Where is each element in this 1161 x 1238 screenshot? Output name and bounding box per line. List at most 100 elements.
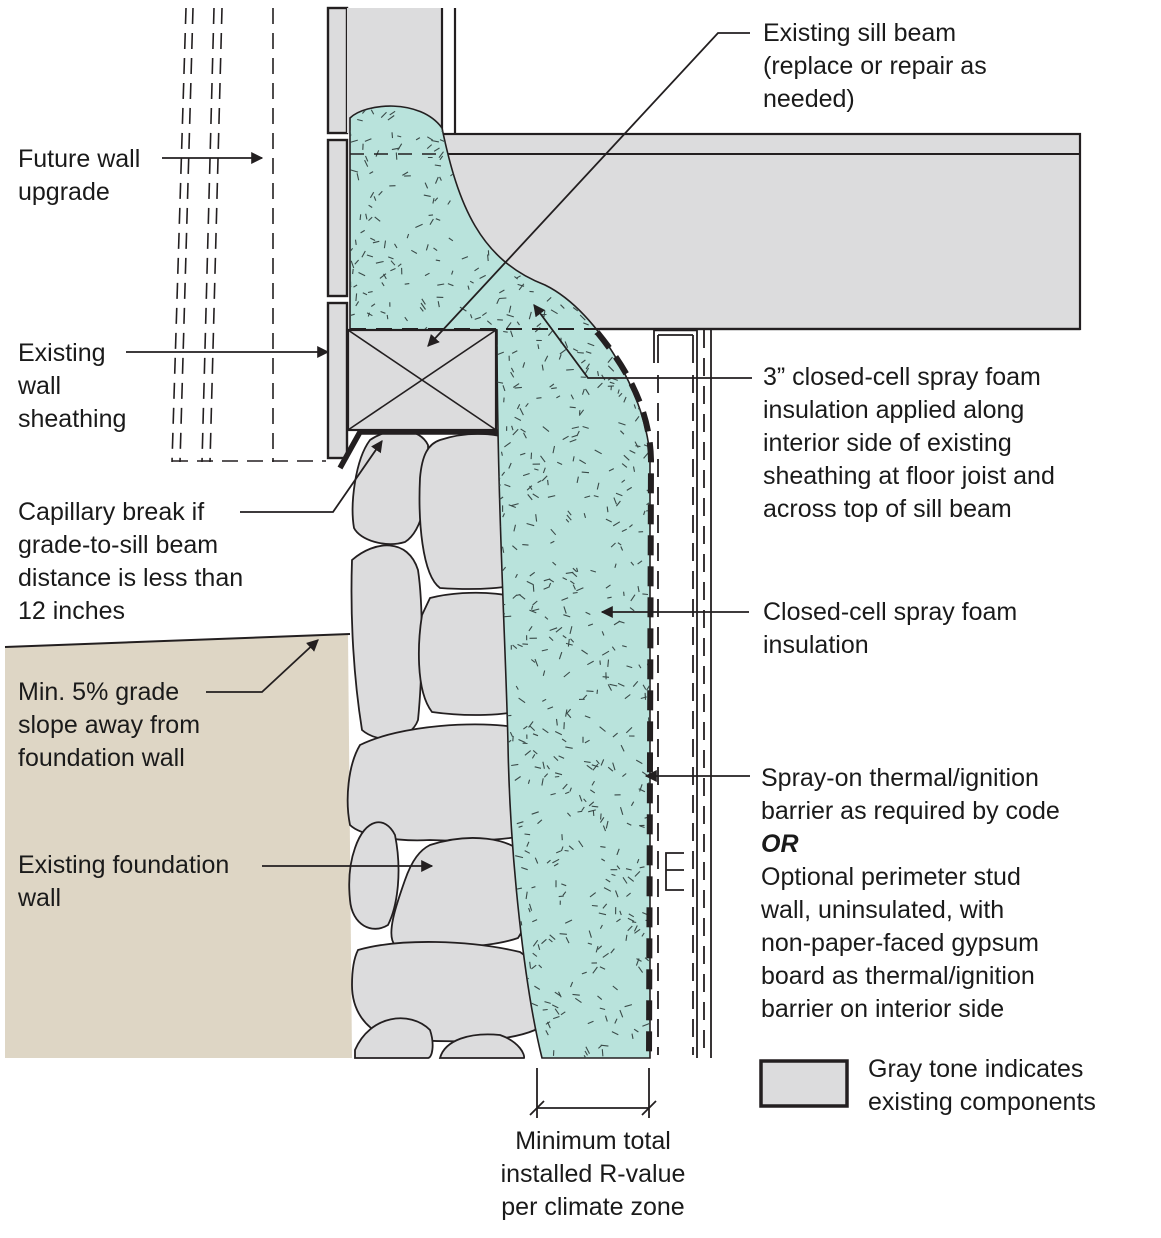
foam-speckle — [544, 616, 549, 620]
foam-speckle — [514, 776, 521, 781]
foam-speckle — [395, 152, 398, 160]
foam-speckle — [519, 452, 526, 456]
foam-speckle — [621, 479, 626, 483]
foam-speckle — [467, 285, 470, 290]
foam-speckle — [633, 1028, 639, 1033]
foam-speckle — [496, 381, 504, 384]
foam-speckle — [512, 545, 518, 551]
foam-speckle — [547, 706, 554, 710]
foam-speckle — [390, 267, 396, 272]
foam-speckle — [527, 494, 533, 501]
foam-speckle — [598, 912, 607, 916]
foam-speckle — [531, 608, 540, 612]
foam-speckle — [645, 101, 651, 104]
foam-speckle — [529, 609, 537, 614]
foam-speckle — [572, 348, 579, 352]
foam-speckle — [526, 522, 535, 527]
foam-speckle — [514, 102, 519, 103]
foam-speckle — [512, 644, 518, 650]
foam-speckle — [646, 501, 650, 506]
label-grade-slope: Min. 5% grade slope away from foundation… — [18, 678, 201, 772]
foam-speckle — [608, 129, 617, 132]
leader-lines — [126, 32, 752, 872]
foam-speckle — [545, 1060, 551, 1063]
foam-speckle — [559, 933, 567, 935]
foam-speckle — [638, 966, 644, 973]
foam-speckle — [532, 600, 538, 606]
foam-speckle — [516, 821, 524, 825]
foam-speckle — [365, 937, 371, 942]
foam-speckle — [595, 759, 600, 765]
foam-speckle — [600, 846, 606, 848]
foam-speckle — [642, 911, 647, 915]
foam-speckle — [501, 546, 505, 553]
foam-speckle — [565, 709, 568, 717]
foam-speckle — [564, 849, 569, 852]
foam-speckle — [542, 670, 546, 676]
foam-speckle — [632, 680, 639, 687]
foam-speckle — [504, 483, 511, 488]
foam-speckle — [350, 247, 354, 255]
foam-speckle — [550, 309, 558, 315]
foam-speckle — [560, 304, 565, 309]
foam-speckle — [627, 876, 635, 882]
foam-speckle — [636, 858, 640, 864]
foam-speckle — [524, 850, 531, 854]
foam-speckle — [638, 370, 644, 373]
foam-speckle — [599, 1007, 606, 1011]
foam-speckle — [432, 198, 435, 204]
foam-speckle — [556, 395, 561, 399]
foam-speckle — [637, 560, 643, 565]
foam-speckle — [439, 155, 444, 161]
foam-speckle — [520, 428, 526, 433]
foam-speckle — [518, 825, 523, 828]
foam-speckle — [364, 138, 372, 142]
foam-speckle — [603, 887, 612, 892]
foam-speckle — [562, 783, 568, 790]
foam-speckle — [516, 122, 521, 128]
foam-speckle — [571, 571, 578, 578]
foam-speckle — [587, 342, 595, 347]
foam-speckle — [509, 1059, 510, 1066]
foam-speckle — [542, 761, 545, 769]
foam-speckle — [610, 948, 615, 954]
foam-speckle — [616, 865, 621, 870]
foam-speckle — [528, 311, 532, 320]
foam-speckle — [622, 877, 628, 884]
foam-speckle — [541, 364, 544, 371]
foam-speckle — [623, 454, 630, 461]
foam-speckle — [514, 276, 519, 280]
foam-speckle — [421, 707, 427, 711]
foam-speckle — [627, 925, 633, 932]
foam-speckle — [516, 593, 521, 596]
foam-speckle — [510, 367, 515, 373]
foam-speckle — [383, 240, 387, 249]
foam-speckle — [520, 921, 523, 926]
foam-speckle — [568, 845, 574, 851]
foam-speckle — [508, 504, 517, 509]
foam-speckle — [428, 214, 434, 216]
foam-speckle — [511, 425, 514, 431]
foam-speckle — [560, 846, 564, 852]
foam-speckle — [532, 733, 539, 737]
foam-speckle — [555, 626, 563, 633]
foam-speckle — [506, 322, 512, 329]
foam-speckle — [637, 106, 645, 108]
foam-speckle — [564, 919, 573, 924]
foam-speckle — [424, 272, 430, 277]
foam-speckle — [514, 386, 522, 389]
foam-speckle — [542, 426, 550, 433]
foam-speckle — [597, 945, 603, 950]
label-existing-foundation-wall: Existing foundation wall — [18, 851, 230, 912]
foam-speckle — [588, 809, 596, 813]
foam-speckle — [599, 816, 605, 823]
foam-speckle — [639, 106, 643, 107]
foam-speckle — [583, 513, 587, 519]
foam-speckle — [620, 128, 625, 134]
foam-speckle — [521, 866, 528, 871]
foam-speckle — [581, 649, 589, 655]
foam-speckle — [438, 151, 444, 159]
foam-speckle — [535, 514, 538, 522]
foam-speckle — [362, 292, 368, 296]
foam-speckle — [579, 459, 587, 465]
